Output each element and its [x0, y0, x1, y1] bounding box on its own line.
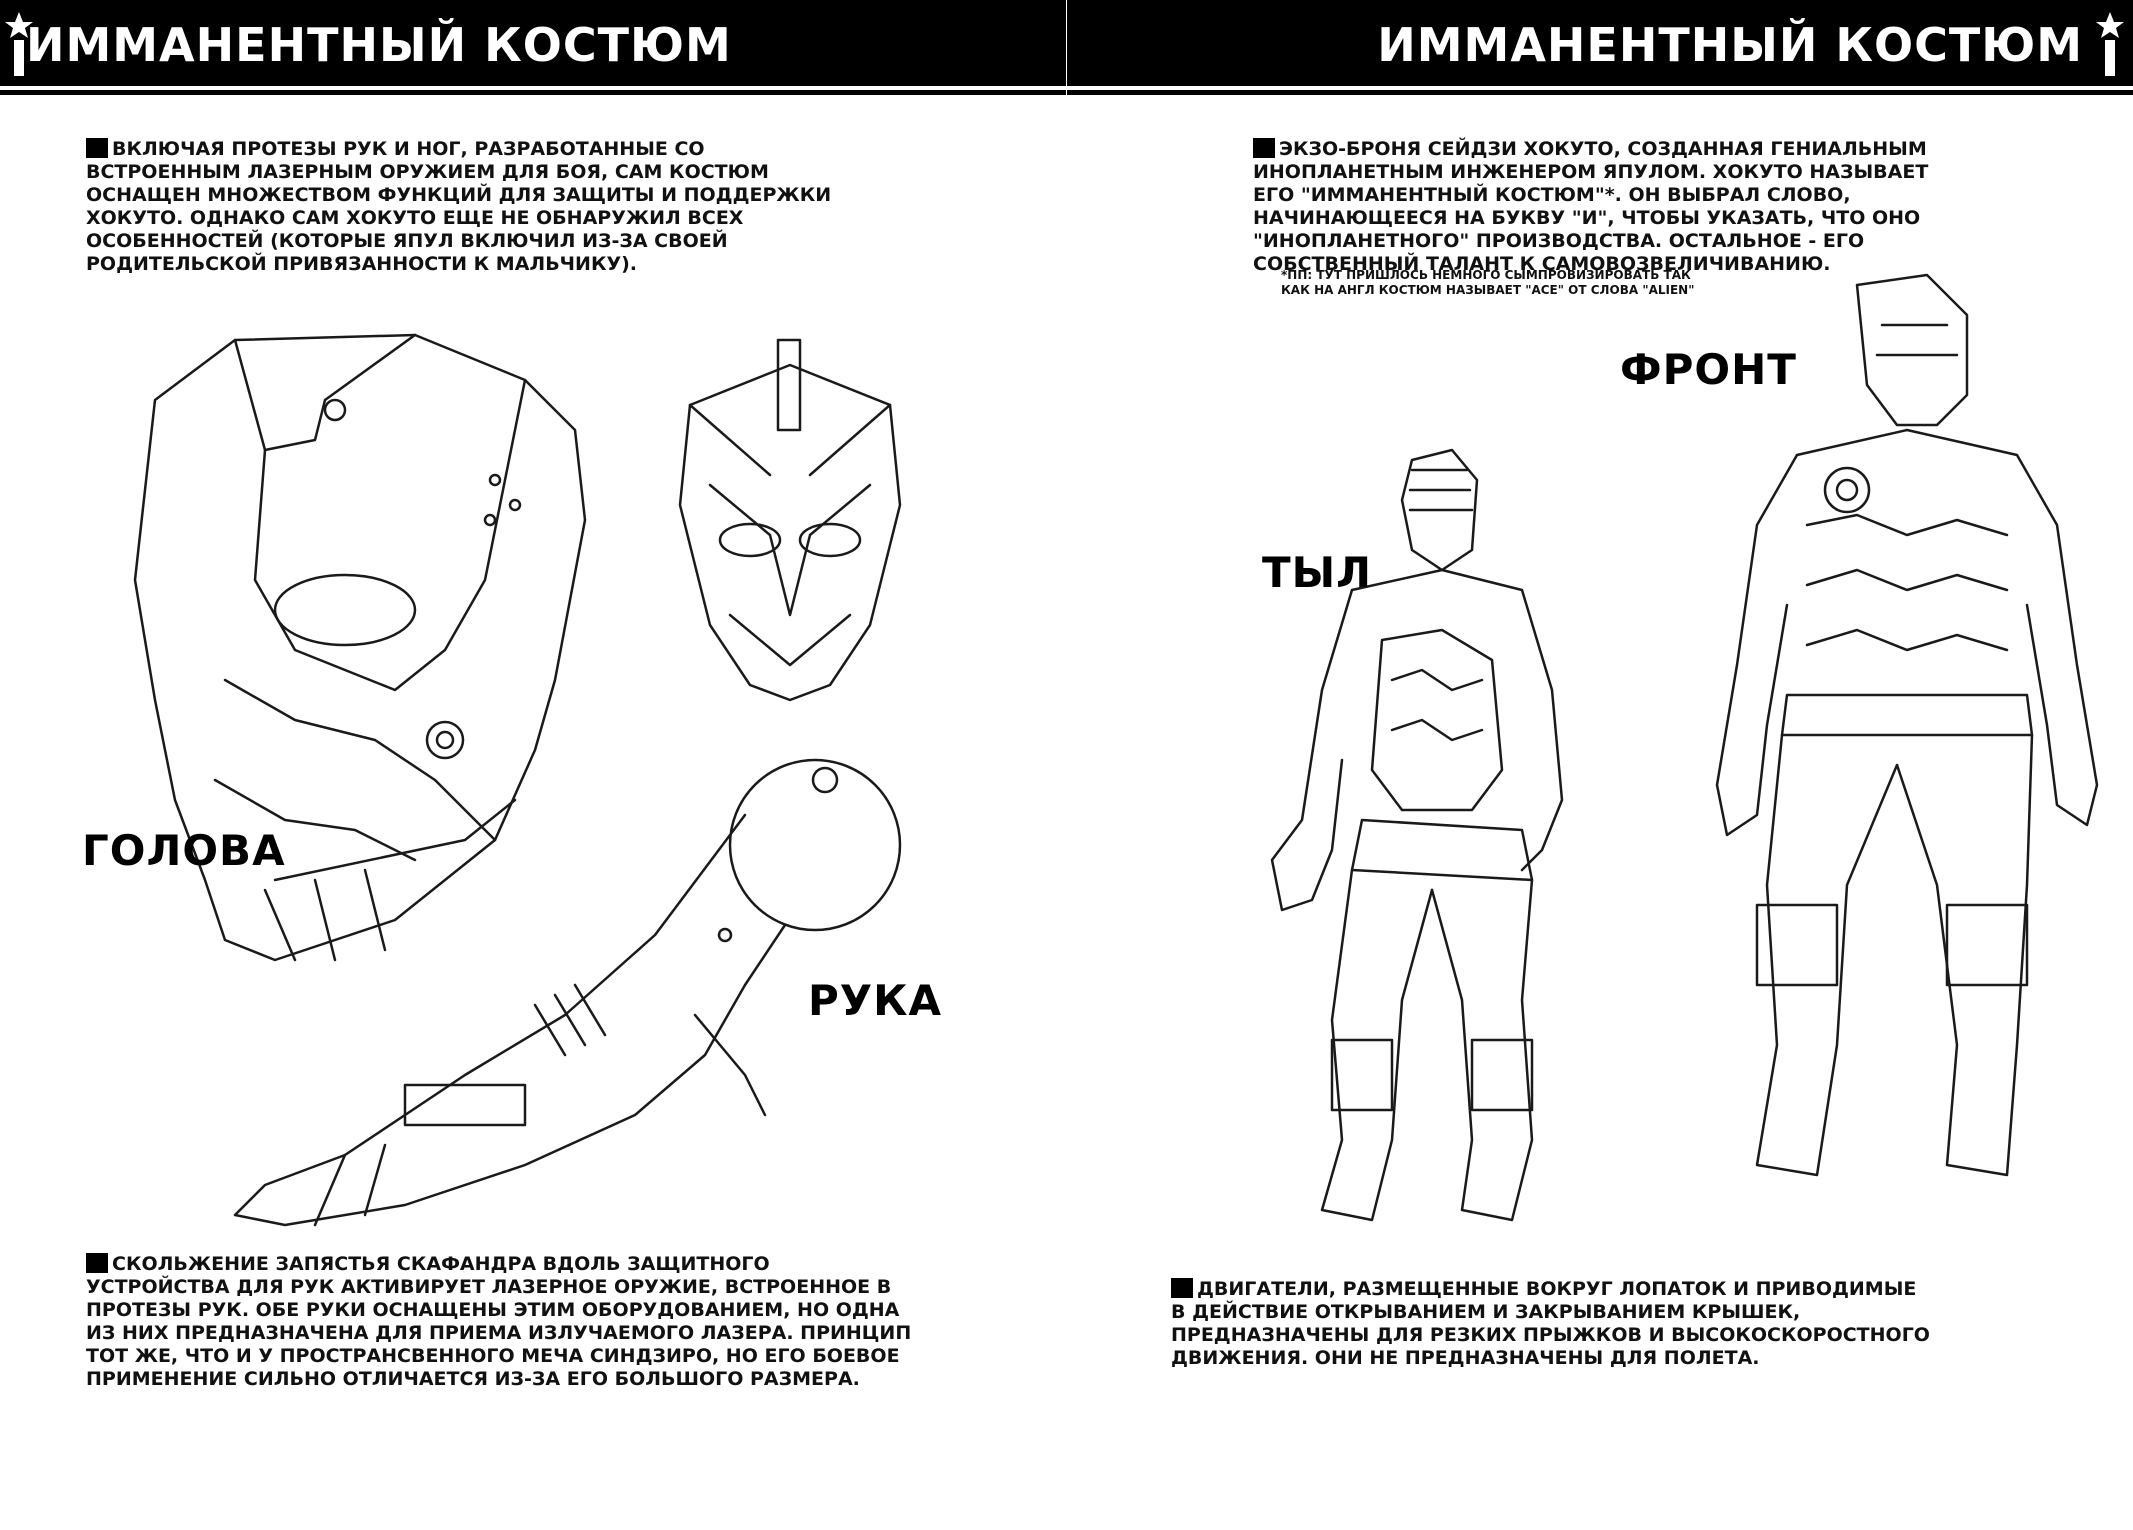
intro-paragraph: ЭКЗО-БРОНЯ СЕЙДЗИ ХОКУТО, СОЗДАННАЯ ГЕНИ…: [1253, 138, 1929, 275]
bullet-square-icon: [86, 1253, 108, 1273]
bullet-square-icon: [86, 138, 108, 158]
helmet-front-drawing: [678, 338, 902, 702]
header-bar: [0, 0, 1066, 86]
bullet-square-icon: [1253, 138, 1275, 158]
left-page: ИММАНЕНТНЫЙ КОСТЮМ ВКЛЮЧАЯ ПРОТЕЗЫ РУК И…: [0, 0, 1066, 1530]
helmet-side-drawing: [133, 333, 587, 962]
bottom-paragraph: СКОЛЬЖЕНИЕ ЗАПЯСТЬЯ СКАФАНДРА ВДОЛЬ ЗАЩИ…: [86, 1253, 912, 1390]
arm-drawing: [233, 758, 902, 1227]
star-figure-icon: [5, 12, 33, 76]
header-stripe: [0, 90, 1066, 95]
label-head: ГОЛОВА: [82, 826, 286, 875]
intro-paragraph: ВКЛЮЧАЯ ПРОТЕЗЫ РУК И НОГ, РАЗРАБОТАННЫЕ…: [86, 138, 832, 275]
page-title: ИММАНЕНТНЫЙ КОСТЮМ: [26, 18, 732, 72]
label-back: ТЫЛ: [1262, 548, 1373, 597]
suit-back-view-drawing: [1270, 448, 1564, 1222]
suit-front-view-drawing: [1715, 273, 2099, 1177]
label-arm: РУКА: [808, 976, 942, 1025]
header-bar: [1067, 0, 2133, 86]
translator-footnote: *ПП: ТУТ ПРИШЛОСЬ НЕМНОГО СЫМПРОВИЗИРОВА…: [1281, 268, 1695, 297]
bottom-paragraph: ДВИГАТЕЛИ, РАЗМЕЩЕННЫЕ ВОКРУГ ЛОПАТОК И …: [1171, 1278, 1930, 1369]
page-title: ИММАНЕНТНЫЙ КОСТЮМ: [1377, 18, 2083, 72]
header-stripe: [1067, 90, 2133, 95]
label-front: ФРОНТ: [1620, 345, 1797, 394]
star-figure-icon: [2096, 12, 2124, 76]
bullet-square-icon: [1171, 1278, 1193, 1298]
right-page: ИММАНЕНТНЫЙ КОСТЮМ ЭКЗО-БРОНЯ СЕЙДЗИ ХОК…: [1067, 0, 2133, 1530]
